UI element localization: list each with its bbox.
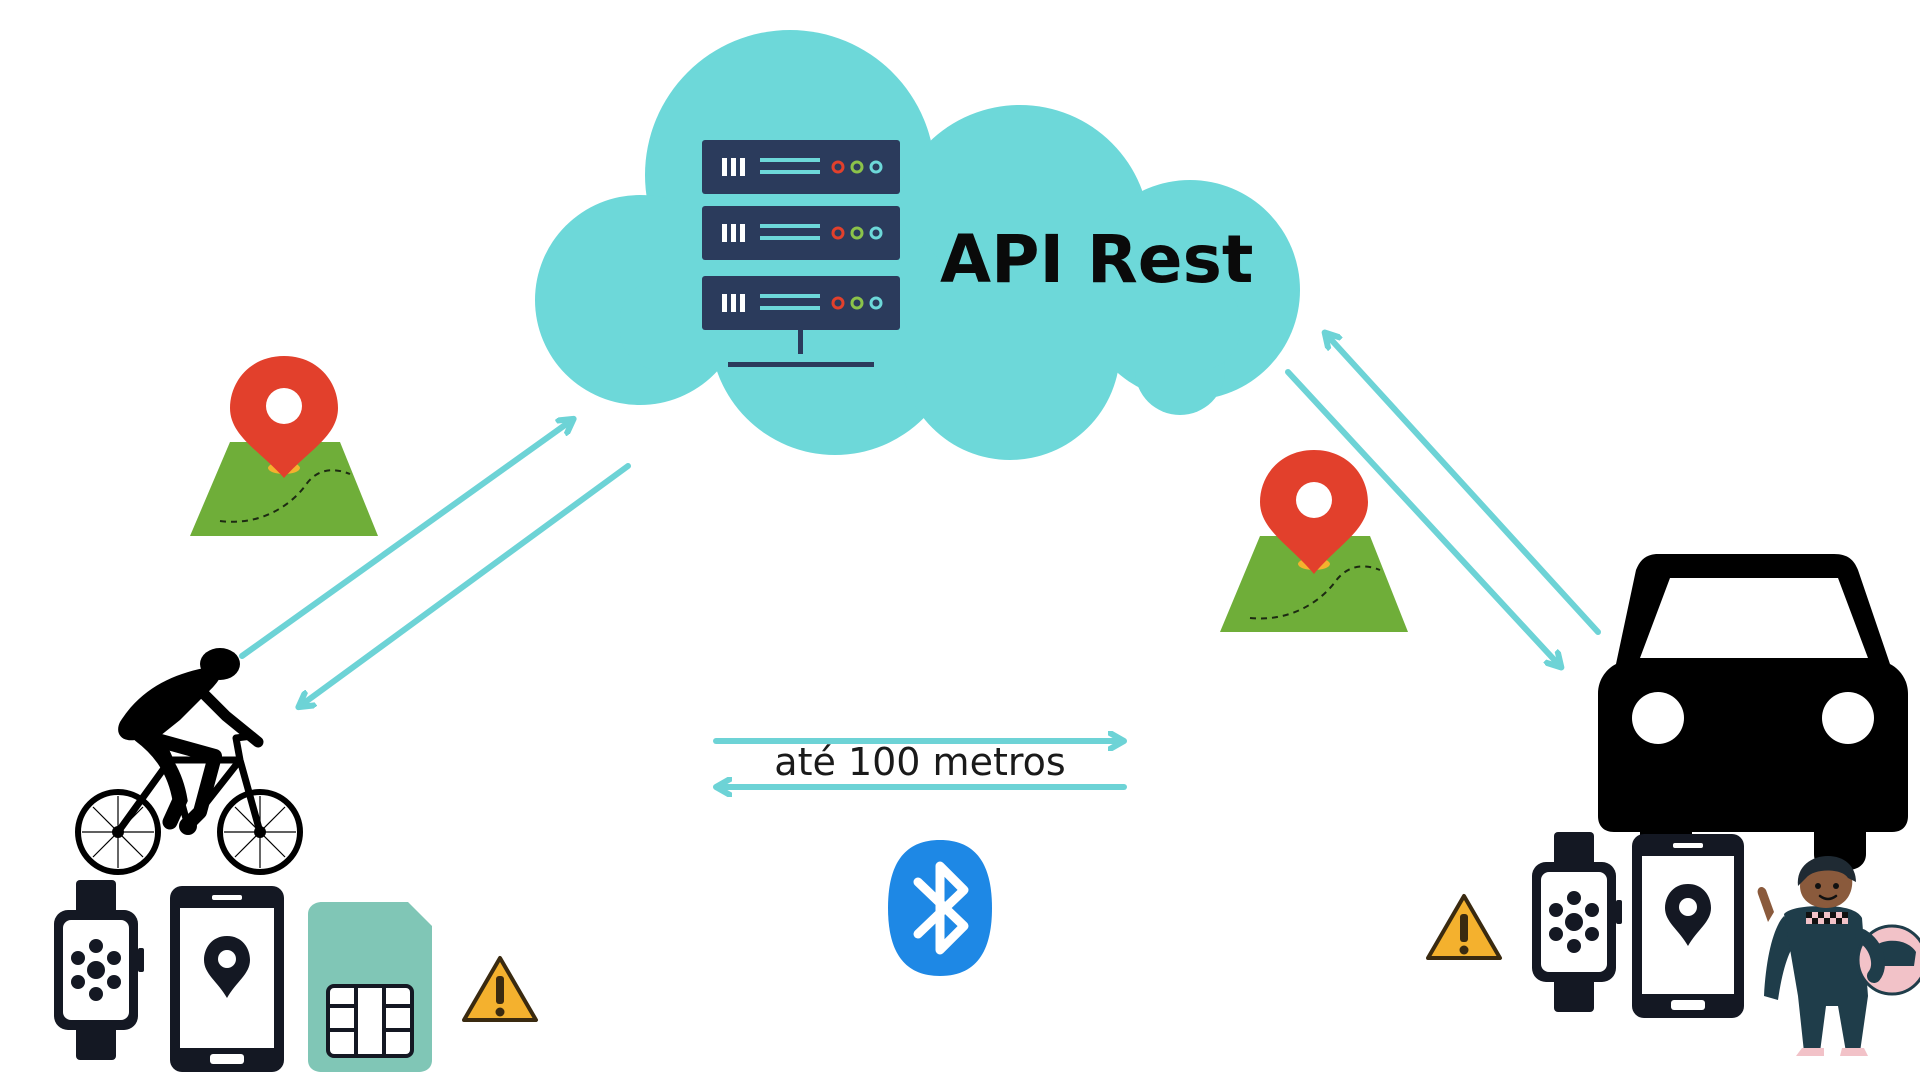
- smartphone-location-icon: [1632, 834, 1744, 1018]
- warning-icon: [1426, 894, 1502, 960]
- server-unit: [702, 140, 900, 194]
- arrow-car-to-cloud: [1326, 334, 1601, 635]
- distance-label: até 100 metros: [774, 740, 1065, 784]
- arrow-cyclist-to-cloud: [239, 420, 572, 659]
- smartphone-location-icon: [170, 886, 284, 1072]
- sim-card-icon: [308, 902, 432, 1072]
- server-rack-icon: [702, 140, 900, 367]
- warning-icon: [462, 956, 538, 1022]
- api-title: API Rest: [940, 221, 1253, 298]
- smartwatch-icon: [1532, 832, 1622, 1012]
- server-unit: [702, 276, 900, 330]
- arrow-cloud-to-cyclist: [300, 463, 631, 706]
- map-pin-icon: [190, 356, 378, 536]
- race-driver-icon: [1757, 856, 1920, 1056]
- arrow-cloud-to-car: [1285, 369, 1560, 666]
- bluetooth-icon: [888, 840, 992, 976]
- smartwatch-icon: [54, 880, 144, 1060]
- map-pin-icon: [1220, 450, 1408, 632]
- car-icon: [1598, 554, 1908, 870]
- server-unit: [702, 206, 900, 260]
- cyclist-icon: [75, 648, 303, 875]
